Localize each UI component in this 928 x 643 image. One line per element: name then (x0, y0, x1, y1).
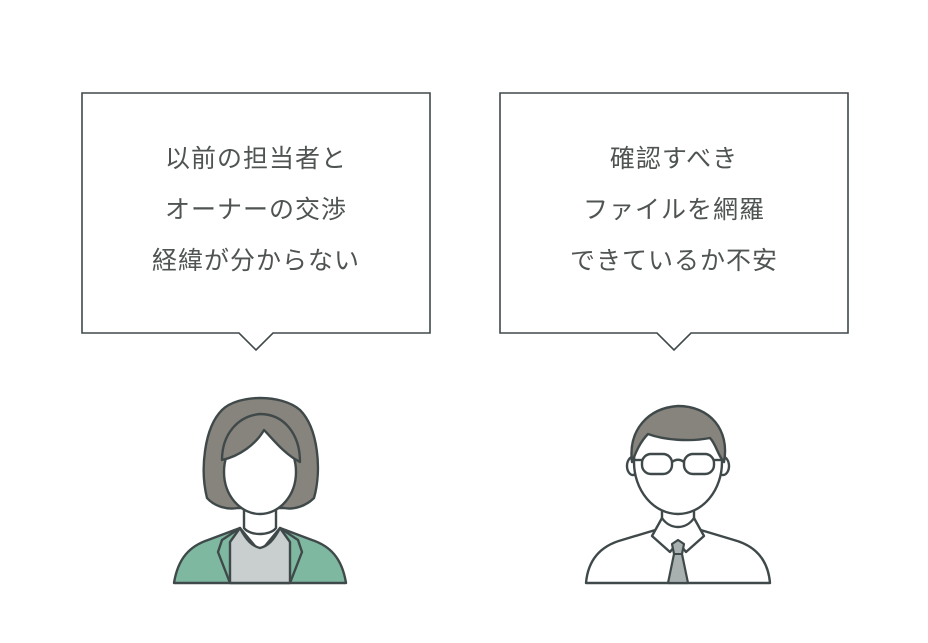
speech-line: 以前の担当者と (164, 144, 347, 173)
shirt-icon (228, 526, 292, 585)
speech-line: オーナーの交渉 (164, 195, 347, 224)
lapel-left-icon (216, 527, 241, 584)
glasses-icon (632, 452, 724, 476)
woman-avatar-icon (172, 396, 348, 585)
speech-line: 確認すべき (609, 144, 739, 173)
speech-bubble-right (499, 92, 849, 352)
speech-line: 経緯が分からない (151, 246, 360, 275)
speech-bubble-left (81, 92, 431, 352)
hair-icon (630, 404, 727, 464)
speech-text-right: 確認すべき ファイルを網羅 できているか不安 (500, 133, 848, 286)
man-avatar-icon (584, 404, 772, 585)
tie-icon (666, 538, 690, 585)
lapel-right-icon (279, 527, 304, 584)
hair-fringe-icon (220, 412, 302, 464)
speech-text-left: 以前の担当者と オーナーの交渉 経緯が分からない (82, 133, 430, 286)
speech-line: できているか不安 (569, 246, 778, 275)
speech-line: ファイルを網羅 (582, 195, 765, 224)
